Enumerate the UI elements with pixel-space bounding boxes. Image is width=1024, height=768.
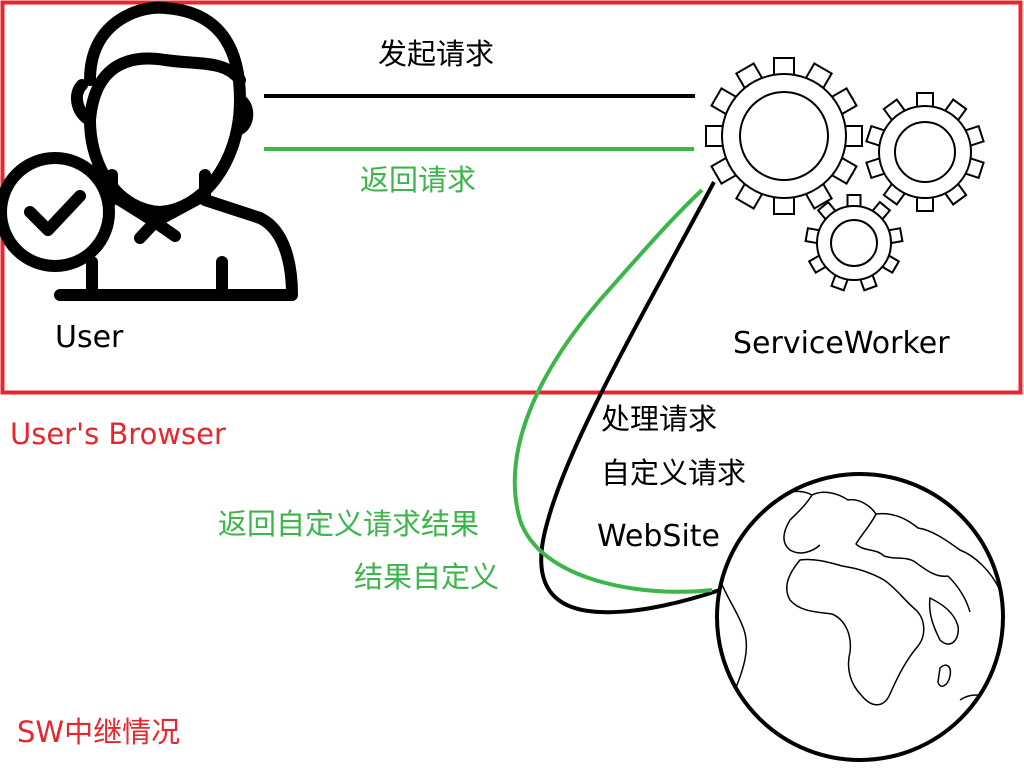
globe-icon: [715, 472, 1005, 762]
edge-label-return-request: 返回请求: [360, 163, 477, 197]
edge-label-result-custom: 结果自定义: [354, 560, 500, 594]
gear-small: [804, 194, 904, 292]
edge-label-process-request: 处理请求: [601, 402, 718, 436]
edge-label-custom-request: 自定义请求: [601, 456, 747, 490]
gears-icon: [705, 57, 985, 292]
edge-label-send-request: 发起请求: [378, 37, 495, 71]
node-label-user: User: [55, 320, 124, 355]
edge-label-return-custom-result: 返回自定义请求结果: [218, 507, 480, 541]
check-badge-icon: [0, 152, 115, 272]
node-label-service-worker: ServiceWorker: [733, 326, 950, 361]
boundary-label-browser: User's Browser: [10, 417, 226, 451]
edge-website-to-sw: [512, 188, 713, 594]
gear-medium: [865, 92, 985, 212]
diagram-caption: SW中继情况: [17, 715, 181, 749]
node-label-website: WebSite: [597, 519, 721, 554]
gear-large: [705, 57, 863, 215]
